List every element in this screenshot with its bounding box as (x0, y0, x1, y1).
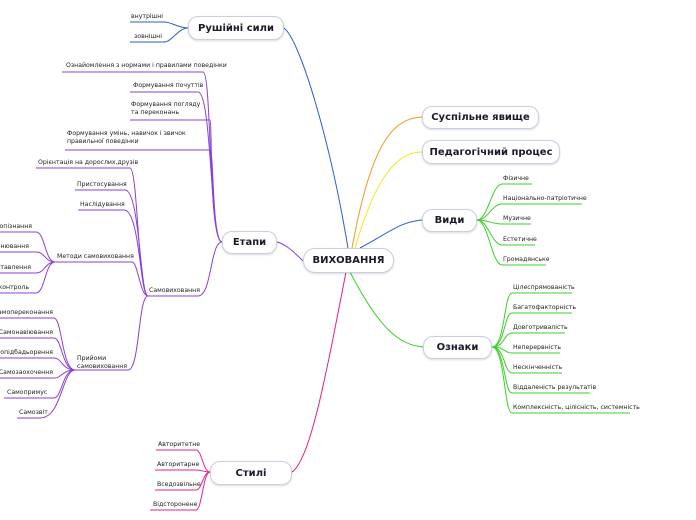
connector-vydy (359, 219, 423, 249)
node-styli-label: Стилі (235, 467, 267, 479)
leaf-vnutrishni[interactable]: внутрішні (131, 13, 164, 20)
node-suspilne-label: Суспільне явище (431, 112, 530, 123)
leaf-formuvannia-pohliadu[interactable]: Формування погляду та переконань (131, 101, 201, 116)
node-styli[interactable]: Стилі (210, 461, 292, 485)
leaf-neperervnist[interactable]: Неперервність (513, 344, 562, 351)
leaf-dovhotryvalist[interactable]: Довготривалість (513, 324, 568, 331)
node-etapy-label: Етапи (232, 237, 267, 248)
leaf-estetychne[interactable]: Естетичне (503, 236, 537, 243)
node-pedahohichnyi-label: Педагогічний процес (429, 146, 553, 158)
leaf-viddalenist-rezultativ[interactable]: Віддаленість результатів (513, 384, 597, 391)
leaf-vsedozvilne[interactable]: Вседозвільне (157, 481, 201, 488)
leaf-muzychne[interactable]: Музичне (503, 215, 531, 222)
leaf-samopostavlennia[interactable]: самопоставлення (0, 264, 31, 271)
leaf-bahatofaktornist[interactable]: Багатофакторність (513, 304, 577, 311)
leaf-oznaiomlennia[interactable]: Ознайомлення з нормами і правилами повед… (66, 62, 227, 69)
central-node[interactable]: ВИХОВАННЯ (303, 248, 394, 273)
node-vydy[interactable]: Види (422, 209, 477, 232)
connector-rushiini (283, 27, 349, 249)
leaf-kompleksnist[interactable]: Комплексність, цілісність, системність (513, 404, 640, 411)
leaf-samopérekonannia[interactable]: Самопереконання (0, 309, 53, 316)
connector-etapy (276, 241, 304, 262)
leaf-avtorytetne[interactable]: Авторитетне (158, 441, 201, 448)
central-node-label: ВИХОВАННЯ (312, 255, 385, 266)
leaf-samonaviiuvannia[interactable]: Самонавіювання (0, 329, 53, 336)
leaf-samozaokhochennia[interactable]: Самозаохочення (0, 369, 53, 376)
leaf-natsionalno-patriotychne[interactable]: Національно-патріотичне (503, 195, 587, 202)
leaf-nasliduvannia[interactable]: Наслідування (80, 201, 125, 208)
leaf-samozvit[interactable]: Самозвіт (19, 409, 48, 416)
leaf-metody-samovykhovannia[interactable]: Методи самовиховання (57, 253, 134, 260)
connector-oznaky (349, 271, 424, 348)
leaf-vidstoronene[interactable]: Відсторонене (153, 501, 198, 508)
node-rushiini-syly[interactable]: Рушійні сили (188, 16, 284, 40)
leaf-fizychne[interactable]: Фізичне (503, 175, 529, 182)
leaf-oriientatsiia[interactable]: Орієнтація на дорослих,друзів (38, 159, 139, 166)
node-oznaky-label: Ознаки (436, 342, 479, 353)
connector-styli (291, 271, 347, 473)
leaf-tsilespriamovanist[interactable]: Цілеспрямованість (513, 284, 575, 291)
leaf-samokontrol[interactable]: самоконтроль (0, 284, 29, 291)
node-rushiini-syly-label: Рушійні сили (198, 22, 274, 34)
leaf-avtorytarne[interactable]: Авторитарне (157, 461, 200, 468)
node-pedahohichnyi-protses[interactable]: Педагогічний процес (422, 140, 560, 164)
node-vydy-label: Види (434, 215, 465, 226)
leaf-prystosuvannia[interactable]: Пристосування (77, 181, 127, 188)
leaf-formuvannia-pochuttiv[interactable]: Формування почуттів (133, 82, 204, 89)
leaf-formuvannia-umin[interactable]: Формування умінь, навичок і звичок прави… (67, 130, 186, 145)
leaf-hromadianske[interactable]: Громадянське (503, 256, 550, 263)
leaf-samoprymus[interactable]: Самопримус (7, 389, 48, 396)
leaf-zovnishni[interactable]: зовнішні (134, 33, 162, 40)
leaf-samootsiniuvannia[interactable]: самооцінювання (0, 243, 29, 250)
connector-suspilne (351, 116, 423, 249)
node-suspilne-yavyshche[interactable]: Суспільне явище (422, 106, 539, 129)
connector-lines (0, 21, 630, 511)
node-etapy[interactable]: Етапи (222, 231, 277, 254)
leaf-samopiznannia[interactable]: самопізнання (0, 223, 32, 230)
leaf-pryiomy-samovykhovannia[interactable]: Прийоми самовиховання (77, 355, 128, 370)
leaf-samovykhovannia[interactable]: Самовиховання (149, 287, 200, 294)
node-oznaky[interactable]: Ознаки (423, 336, 492, 359)
leaf-neskinchennist[interactable]: Нескінченність (513, 364, 563, 371)
connector-pedahohichnyi (354, 151, 423, 249)
leaf-samopidbadorennia[interactable]: Самопідбадьорення (0, 349, 53, 356)
